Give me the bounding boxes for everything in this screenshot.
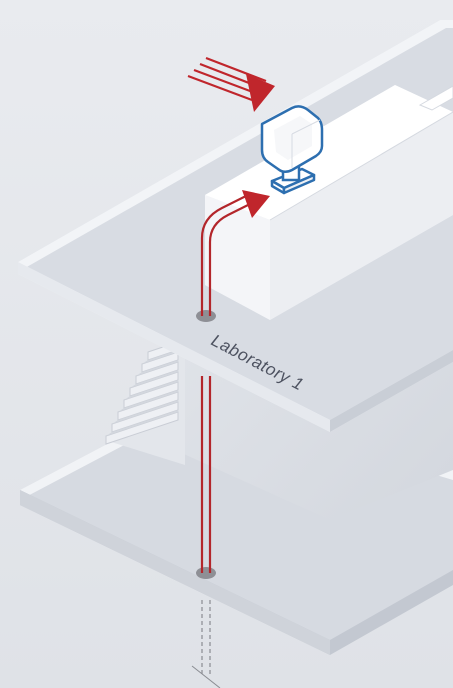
pipe-hole-upper [196, 310, 216, 322]
supply-pipe [200, 195, 251, 573]
arrow-right-icon [187, 56, 275, 112]
sensor-device-icon [260, 105, 324, 195]
staircase [105, 338, 185, 465]
pipe-hole-lower [196, 567, 216, 579]
pipe-continuation-dashed [201, 600, 211, 676]
pipe-end-tick [191, 665, 221, 688]
arrow-up-right-icon [242, 190, 270, 218]
raised-block [205, 85, 453, 320]
